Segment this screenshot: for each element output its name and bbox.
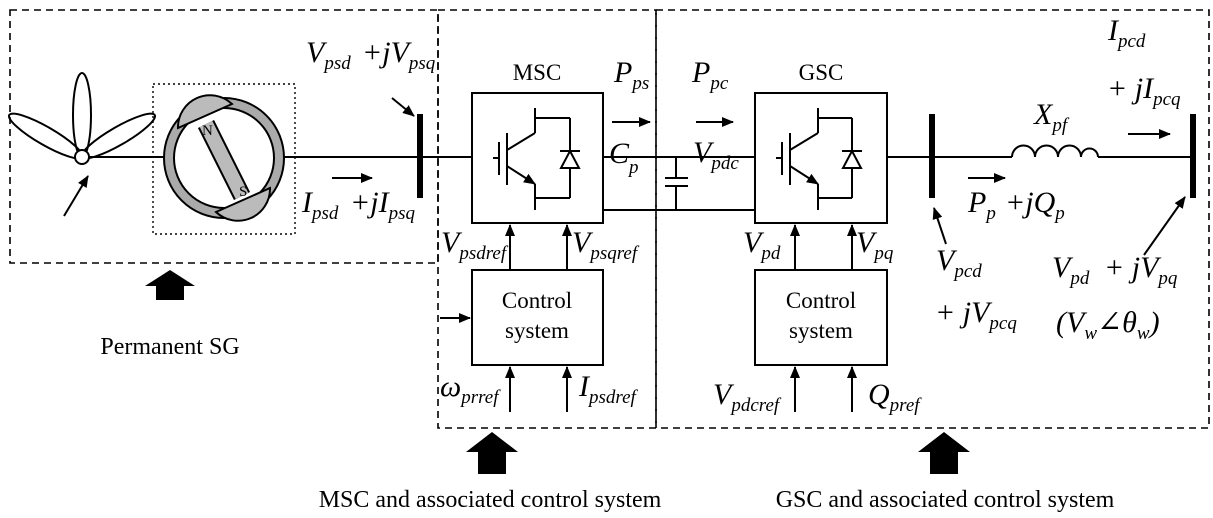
- label-vpdcref: Vpdcref: [713, 378, 782, 416]
- label-vpd-gsc: Vpd: [743, 226, 781, 264]
- gsc-control-label-line1: Control: [786, 288, 856, 313]
- signal-arrows: [440, 224, 857, 412]
- label-ipsdref: Ipsdref: [578, 370, 639, 408]
- msc-control-label-line1: Control: [502, 288, 572, 313]
- label-vpcd: Vpcd: [936, 244, 982, 282]
- label-vpsd: Vpsd: [306, 36, 351, 74]
- dc-link-capacitor: [665, 157, 688, 210]
- label-vpsdref: Vpsdref: [441, 226, 509, 264]
- label-qpref: Qpref: [868, 378, 922, 416]
- label-pps: Pps: [613, 56, 649, 94]
- label-xpf: Xpf: [1033, 98, 1070, 136]
- inductor-icon: [1011, 144, 1099, 158]
- label-vpsqref: Vpsqref: [572, 226, 640, 264]
- gsc-indicator-arrow: [918, 432, 970, 474]
- pmsg-indicator-arrow: [145, 270, 195, 300]
- north-pole-label: N: [202, 123, 213, 139]
- label-jipcq: + jIpcq: [1107, 72, 1181, 110]
- msc-control-system-box: [471, 269, 604, 366]
- label-jqp: +jQp: [1005, 186, 1065, 224]
- label-jipsq: +jIpsq: [350, 186, 415, 224]
- south-pole-label: S: [239, 184, 247, 200]
- wind-turbine-icon: [7, 72, 157, 217]
- label-vpd-grid: Vpd: [1052, 251, 1090, 289]
- label-ipcd: Ipcd: [1107, 14, 1146, 52]
- msc-indicator-arrow: [466, 432, 518, 474]
- label-vw-angle: (Vw∠θw): [1056, 306, 1160, 344]
- label-pp: Pp: [967, 186, 996, 224]
- msc-title: MSC: [513, 60, 562, 85]
- pmsg-caption: Permanent SG: [100, 334, 239, 360]
- gsc-title: GSC: [799, 60, 844, 85]
- label-jvpsq: +jVpsq: [362, 36, 436, 74]
- msc-control-label-line2: system: [505, 318, 569, 343]
- gsc-converter-box: [754, 92, 888, 224]
- gsc-group-caption: GSC and associated control system: [776, 487, 1115, 513]
- label-vpdc: Vpdc: [693, 136, 739, 174]
- label-jvpcq: + jVpcq: [935, 296, 1017, 334]
- gsc-control-system-box: [754, 269, 888, 366]
- label-wpref: ωprref: [440, 370, 501, 408]
- label-ppc: Ppc: [691, 56, 729, 94]
- flow-arrows: [332, 97, 1186, 256]
- synchronous-generator-icon: N S: [152, 83, 296, 235]
- gsc-control-label-line2: system: [789, 318, 853, 343]
- label-cp: Cp: [609, 137, 639, 178]
- label-vpq-gsc: Vpq: [856, 226, 894, 264]
- label-ipsd: Ipsd: [301, 186, 339, 224]
- gsc-group-boundary: [655, 9, 1210, 429]
- msc-converter-box: [471, 92, 604, 224]
- msc-group-caption: MSC and associated control system: [319, 487, 662, 513]
- label-jvpq-grid: + jVpq: [1104, 251, 1178, 289]
